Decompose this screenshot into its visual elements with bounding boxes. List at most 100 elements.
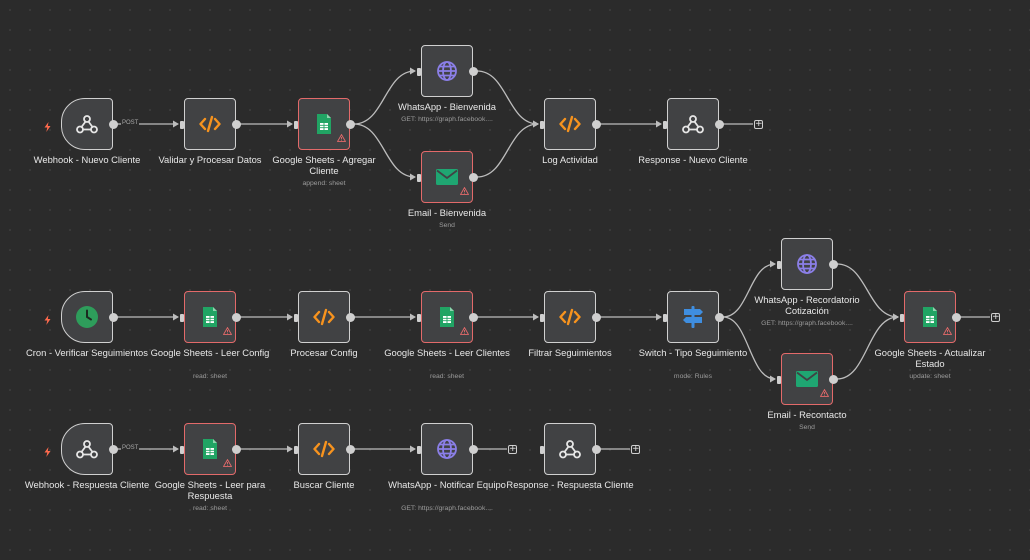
add-node-button[interactable]: + [631, 443, 640, 454]
clock-icon [75, 305, 99, 329]
connection-arrow [533, 120, 539, 128]
webhook-icon [75, 438, 99, 460]
node-validar[interactable] [180, 98, 241, 150]
input-port[interactable] [777, 376, 781, 384]
node-label: Webhook - Nuevo Cliente [33, 154, 141, 165]
sheets-icon [922, 306, 938, 328]
output-port[interactable] [109, 120, 118, 129]
node-label: Google Sheets - Agregar Cliente [272, 154, 376, 176]
input-port[interactable] [663, 121, 667, 129]
node-filtrar[interactable] [540, 291, 601, 343]
output-port[interactable] [346, 313, 355, 322]
input-port[interactable] [900, 314, 904, 322]
output-port[interactable] [232, 313, 241, 322]
output-port[interactable] [715, 120, 724, 129]
connection-arrow [533, 313, 539, 321]
node-resp-respuesta[interactable] [540, 423, 601, 475]
connection-arrow [410, 173, 416, 181]
output-port[interactable] [592, 120, 601, 129]
code-icon [559, 308, 581, 326]
add-node-button[interactable]: + [754, 118, 763, 129]
connection-line[interactable] [476, 123, 539, 178]
node-label: Google Sheets - Leer Clientes [384, 347, 510, 358]
node-gs-actualizar[interactable] [900, 291, 961, 343]
node-label: Google Sheets - Leer Config [150, 347, 270, 358]
output-port[interactable] [829, 375, 838, 384]
input-port[interactable] [417, 446, 421, 454]
mail-icon [795, 370, 819, 388]
output-port[interactable] [469, 67, 478, 76]
node-switch[interactable] [663, 291, 724, 343]
node-gs-agregar[interactable] [294, 98, 355, 150]
node-label: Response - Nuevo Cliente [638, 154, 748, 165]
output-port[interactable] [109, 445, 118, 454]
node-gs-leer-clientes[interactable] [417, 291, 478, 343]
input-port[interactable] [540, 446, 544, 454]
add-node-button[interactable]: + [508, 443, 517, 454]
connection-line[interactable] [353, 123, 416, 178]
output-port[interactable] [109, 313, 118, 322]
node-wa-recordatorio[interactable] [777, 238, 838, 290]
node-subtitle: mode: Rules [673, 373, 713, 380]
node-subtitle: GET: https://graph.facebook.... [401, 505, 493, 512]
node-email-recontacto[interactable] [777, 353, 838, 405]
input-port[interactable] [180, 314, 184, 322]
node-resp-nuevo[interactable] [663, 98, 724, 150]
node-webhook-resp[interactable] [61, 423, 118, 475]
node-label: Email - Recontacto [767, 409, 847, 420]
output-port[interactable] [232, 120, 241, 129]
node-wa-bienvenida[interactable] [417, 45, 478, 97]
connection-arrow [287, 313, 293, 321]
output-port[interactable] [346, 120, 355, 129]
node-gs-leer-resp[interactable] [180, 423, 241, 475]
output-port[interactable] [952, 313, 961, 322]
node-log[interactable] [540, 98, 601, 150]
output-port[interactable] [829, 260, 838, 269]
output-port[interactable] [592, 313, 601, 322]
node-webhook-nuevo[interactable] [61, 98, 118, 150]
connection-line[interactable] [836, 316, 899, 380]
sheets-icon [316, 113, 332, 135]
input-port[interactable] [294, 446, 298, 454]
node-buscar[interactable] [294, 423, 355, 475]
trigger-bolt-icon [44, 119, 51, 137]
connection-line[interactable] [353, 70, 416, 125]
input-port[interactable] [540, 314, 544, 322]
input-port[interactable] [417, 68, 421, 76]
output-port[interactable] [469, 445, 478, 454]
node-email-bienvenida[interactable] [417, 151, 478, 203]
connection-line[interactable] [476, 70, 539, 125]
node-label: Cron - Verificar Seguimientos [26, 347, 148, 358]
input-port[interactable] [417, 174, 421, 182]
node-wa-notificar[interactable] [417, 423, 478, 475]
add-node-button[interactable]: + [991, 311, 1000, 322]
input-port[interactable] [663, 314, 667, 322]
node-cron[interactable] [61, 291, 118, 343]
output-port[interactable] [592, 445, 601, 454]
connection-arrow [410, 313, 416, 321]
code-icon [313, 308, 335, 326]
connection-line[interactable] [836, 263, 899, 318]
node-label: Log Actividad [542, 154, 598, 165]
connection-line[interactable] [722, 263, 776, 318]
input-port[interactable] [540, 121, 544, 129]
output-port[interactable] [232, 445, 241, 454]
input-port[interactable] [417, 314, 421, 322]
node-procesar[interactable] [294, 291, 355, 343]
warning-icon [819, 384, 830, 402]
output-port[interactable] [469, 173, 478, 182]
output-port[interactable] [715, 313, 724, 322]
node-label: Filtrar Seguimientos [528, 347, 612, 358]
input-port[interactable] [777, 261, 781, 269]
warning-icon [336, 129, 347, 147]
input-port[interactable] [180, 121, 184, 129]
output-port[interactable] [469, 313, 478, 322]
input-port[interactable] [180, 446, 184, 454]
input-port[interactable] [294, 121, 298, 129]
input-port[interactable] [294, 314, 298, 322]
connection-line[interactable] [722, 316, 776, 380]
node-gs-leer-config[interactable] [180, 291, 241, 343]
code-icon [199, 115, 221, 133]
output-port[interactable] [346, 445, 355, 454]
